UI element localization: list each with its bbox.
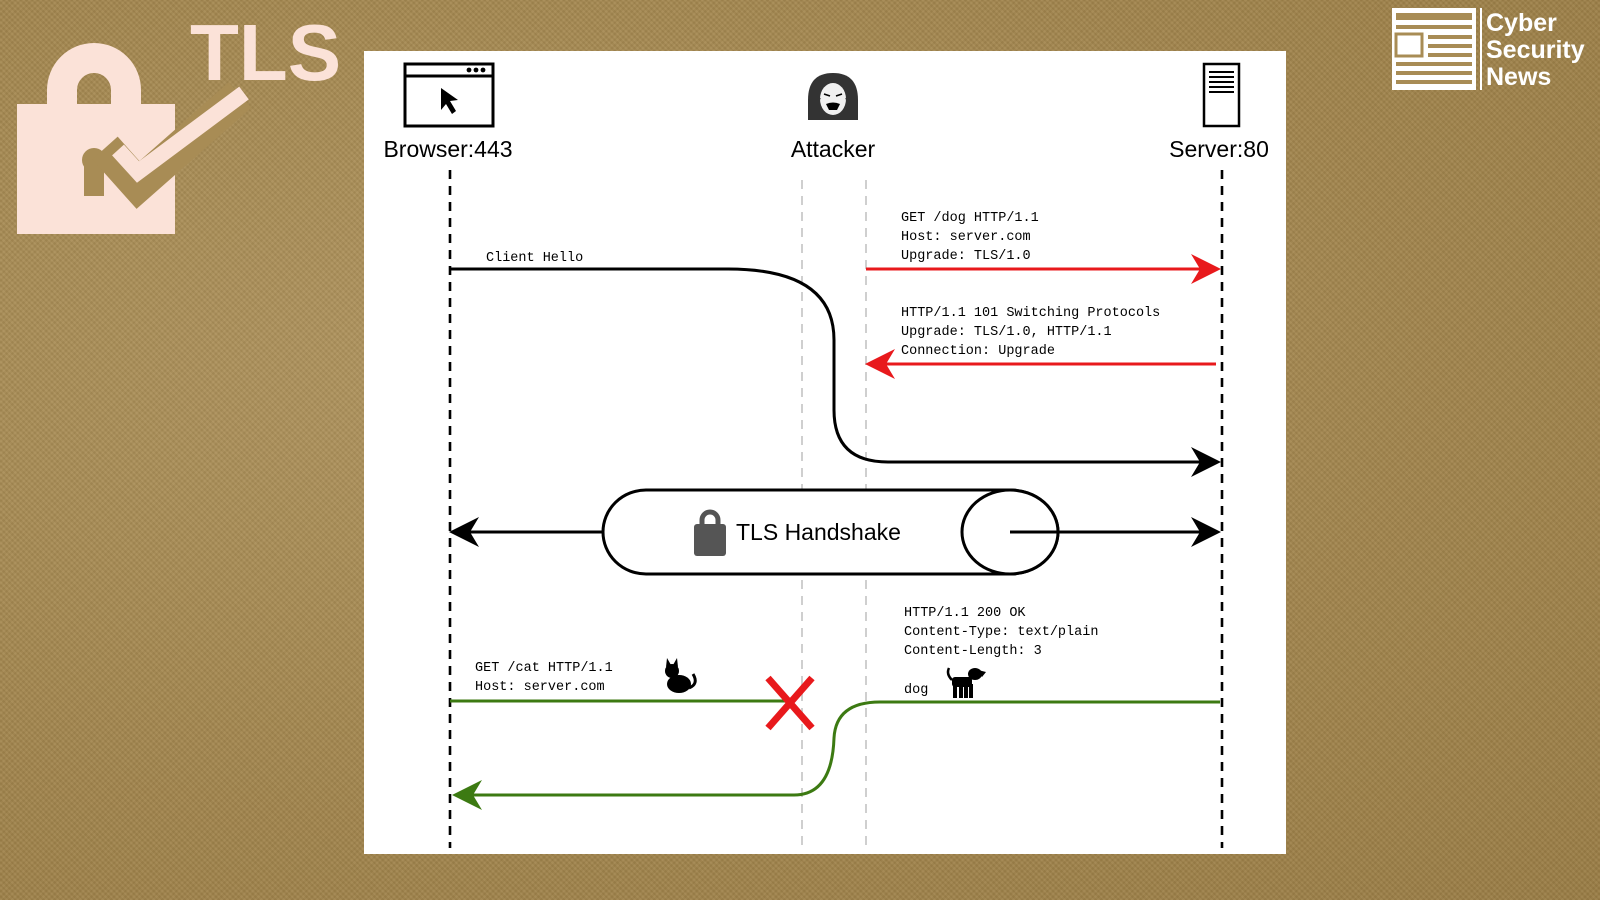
- padlock-check-icon: [17, 43, 252, 234]
- browser-window-icon: [403, 62, 495, 128]
- get-dog-line-1: GET /dog HTTP/1.1: [901, 211, 1039, 226]
- server-tower-icon: [1202, 62, 1241, 128]
- switching-line-1: HTTP/1.1 101 Switching Protocols: [901, 306, 1160, 321]
- brand-logo: Cyber Security News: [1392, 8, 1585, 91]
- attacker-label: Attacker: [791, 136, 876, 162]
- get-cat-line-2: Host: server.com: [475, 680, 605, 695]
- tls-handshake-label: TLS Handshake: [736, 519, 901, 545]
- tls-badge-text: TLS: [190, 8, 341, 97]
- newspaper-icon: [1392, 8, 1476, 90]
- diagram-panel: [364, 51, 1286, 854]
- get-cat-line-1: GET /cat HTTP/1.1: [475, 661, 613, 676]
- ok-line-1: HTTP/1.1 200 OK: [904, 606, 1026, 621]
- client-hello-label: Client Hello: [486, 251, 583, 266]
- hacker-icon: [808, 73, 858, 120]
- brand-line-1: Cyber: [1486, 9, 1557, 37]
- server-label: Server:80: [1169, 136, 1269, 162]
- get-dog-request: GET /dog HTTP/1.1 Host: server.com Upgra…: [901, 211, 1047, 264]
- get-cat-request: GET /cat HTTP/1.1 Host: server.com: [475, 661, 621, 695]
- dog-body-label: dog: [904, 683, 928, 698]
- dog-response-arrow: [452, 700, 1220, 810]
- get-dog-line-2: Host: server.com: [901, 230, 1031, 245]
- client-hello-arrow: [450, 267, 1221, 477]
- browser-label: Browser:443: [383, 136, 512, 162]
- dog-icon: [946, 667, 986, 698]
- ok-response-headers: HTTP/1.1 200 OK Content-Type: text/plain…: [904, 606, 1107, 659]
- get-dog-line-3: Upgrade: TLS/1.0: [901, 249, 1031, 264]
- switching-protocols-response: HTTP/1.1 101 Switching Protocols Upgrade…: [901, 306, 1168, 359]
- tls-badge: TLS: [17, 8, 341, 234]
- padlock-icon: [694, 509, 726, 556]
- ok-line-3: Content-Length: 3: [904, 644, 1042, 659]
- red-x-icon: [765, 675, 815, 731]
- cat-icon: [665, 658, 697, 693]
- switching-line-2: Upgrade: TLS/1.0, HTTP/1.1: [901, 325, 1112, 340]
- switching-line-3: Connection: Upgrade: [901, 344, 1055, 359]
- brand-line-2: Security: [1486, 36, 1585, 64]
- brand-divider: [1480, 8, 1482, 90]
- ok-line-2: Content-Type: text/plain: [904, 625, 1098, 640]
- brand-line-3: News: [1486, 63, 1551, 91]
